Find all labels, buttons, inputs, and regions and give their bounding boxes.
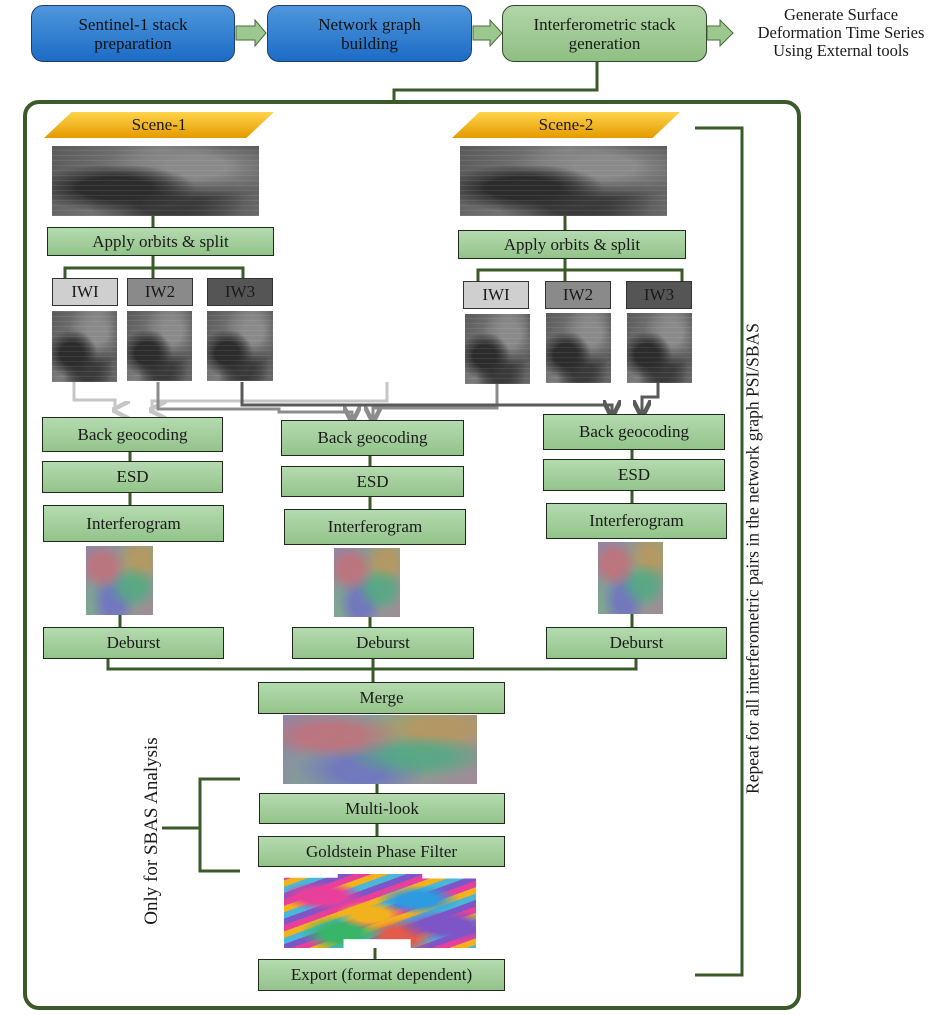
filtered-interferogram-image [284,874,476,948]
interferogram-3: Interferogram [546,503,727,539]
step-label: ESD [356,471,389,491]
step-label: Apply orbits & split [92,231,229,251]
step-label: Deburst [356,633,410,652]
esd-2: ESD [281,466,464,497]
iw2-2-image [546,313,611,383]
top-arrow-2 [472,18,503,48]
step-label: Merge [359,688,404,707]
output-text: Generate Surface Deformation Time Series… [757,5,925,60]
goldstein-filter-step: Goldstein Phase Filter [258,836,505,867]
iw3-2: IW3 [626,281,692,309]
outer-frame [23,100,801,1010]
step-label: Deburst [106,633,161,652]
interferogram-1: Interferogram [43,505,224,542]
merge-step: Merge [258,682,505,714]
step-label: Apply orbits & split [503,234,641,254]
iw3-1: IW3 [207,278,273,306]
apply-orbits-split-1: Apply orbits & split [47,227,274,256]
step-label: Export (format dependent) [290,965,473,984]
step-label: Goldstein Phase Filter [305,841,458,861]
scene-2-sar-image [460,146,667,216]
step-label: Multi-look [345,798,419,818]
back-geocoding-1: Back geocoding [42,417,223,452]
step-label: Back geocoding [317,428,428,447]
step-label: Back geocoding [579,422,689,441]
apply-orbits-split-2: Apply orbits & split [458,230,686,259]
step-label: ESD [617,465,651,484]
iw1-1: IWI [52,278,118,306]
step-stack-preparation: Sentinel-1 stack preparation [31,5,235,62]
step-label: Interferometric stack generation [533,14,676,53]
iw3-1-image [207,311,273,381]
deburst-2: Deburst [292,627,474,659]
iw-label: IW2 [144,282,176,301]
export-step: Export (format dependent) [258,959,505,991]
step-label: ESD [116,467,149,486]
iw1-1-image [52,311,117,382]
iw-label: IW2 [562,285,594,304]
interferogram-image-1 [86,546,153,615]
step-label: Interferogram [86,513,181,533]
iw1-2: IWI [463,281,529,309]
sbas-only-label: Only for SBAS Analysis [141,737,162,925]
scene-1-banner: Scene-1 [44,112,274,138]
repeat-bracket [695,126,744,977]
step-label: Interferogram [327,517,423,536]
back-geocoding-3: Back geocoding [543,414,725,450]
iw3-2-image [627,313,692,383]
interferogram-2: Interferogram [284,509,466,545]
step-network-graph: Network graph building [267,5,472,62]
iw2-1: IW2 [127,278,193,306]
step-label: Back geocoding [77,424,188,444]
step-label: Network graph building [318,14,421,53]
scene-2-banner: Scene-2 [452,112,680,138]
interferogram-image-3 [598,542,663,614]
step-label: Sentinel-1 stack preparation [78,14,188,53]
interferogram-image-2 [334,548,400,617]
scene-1-sar-image [52,146,259,216]
esd-3: ESD [543,459,725,491]
esd-1: ESD [42,461,223,493]
iw1-2-image [465,314,530,384]
step-stack-generation: Interferometric stack generation [502,5,707,62]
sbas-bracket [198,777,240,873]
repeat-label: Repeat for all interferometric pairs in … [742,323,763,794]
stack-to-frame-line [392,60,599,102]
deburst-3: Deburst [546,627,727,659]
iw2-2: IW2 [545,281,611,309]
scene-label: Scene-2 [538,115,594,134]
top-arrow-3 [706,18,734,48]
iw-label: IWI [482,285,510,304]
deburst-1: Deburst [43,627,224,659]
step-label: Interferogram [589,511,684,530]
iw-label: IW3 [224,282,256,301]
back-geocoding-2: Back geocoding [281,420,464,456]
scene-label: Scene-1 [131,115,187,134]
top-arrow-1 [235,18,267,48]
iw2-1-image [127,311,192,381]
merged-interferogram-image [283,715,477,784]
iw-label: IWI [71,282,99,301]
step-label: Deburst [609,633,664,652]
iw-label: IW3 [643,285,675,304]
multilook-step: Multi-look [259,793,505,824]
